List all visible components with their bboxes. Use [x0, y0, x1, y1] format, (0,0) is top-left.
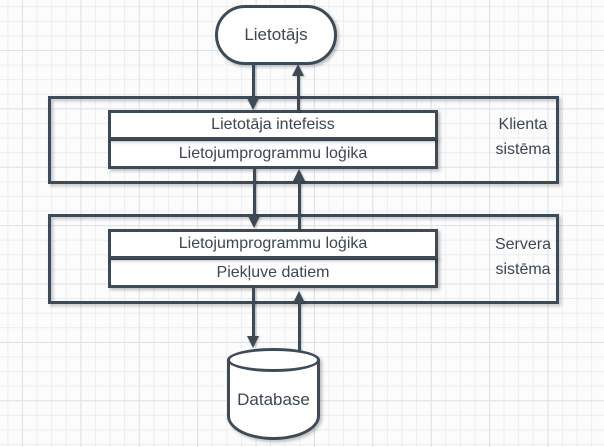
client-system-label: Klienta sistēma [458, 112, 588, 162]
arrowhead-down-icon [247, 98, 259, 110]
client-row-application-logic: Lietojumprogrammu loģika [108, 138, 438, 169]
client-system-label-line1: Klienta [498, 116, 548, 133]
server-system-label-line1: Servera [494, 236, 552, 253]
database-cylinder-body [227, 360, 320, 440]
server-row-data-access: Piekļuve datiem [108, 257, 438, 288]
arrow-line [297, 75, 300, 112]
server-system-label: Servera sistēma [458, 232, 588, 282]
user-node: Lietotājs [215, 5, 337, 65]
arrow-line [252, 64, 255, 99]
server-system-label-line2: sistēma [495, 261, 551, 278]
arrowhead-up-icon [293, 169, 305, 181]
user-node-label: Lietotājs [244, 25, 308, 44]
client-row-user-interface-label: Lietotāja intefeiss [211, 116, 335, 133]
server-row-application-logic-label: Lietojumprogrammu loģika [178, 235, 368, 252]
arrow-line [252, 288, 255, 336]
arrow-line [253, 169, 256, 216]
arrowhead-down-icon [247, 336, 259, 348]
arrow-line [298, 302, 301, 352]
client-row-user-interface: Lietotāja intefeiss [108, 110, 438, 140]
arrowhead-up-icon [292, 64, 304, 76]
client-system-label-line2: sistēma [495, 141, 551, 158]
arrowhead-up-icon [293, 291, 305, 303]
arrowhead-down-icon [248, 216, 260, 228]
client-row-application-logic-label: Lietojumprogrammu loģika [178, 144, 368, 162]
database-node: Database [227, 348, 320, 440]
database-node-label: Database [237, 390, 310, 409]
server-row-application-logic: Lietojumprogrammu loģika [108, 229, 438, 259]
database-cylinder-top [227, 348, 320, 372]
server-row-data-access-label: Piekļuve datiem [216, 263, 330, 281]
arrow-line [298, 180, 301, 229]
client-system-box [48, 96, 559, 184]
